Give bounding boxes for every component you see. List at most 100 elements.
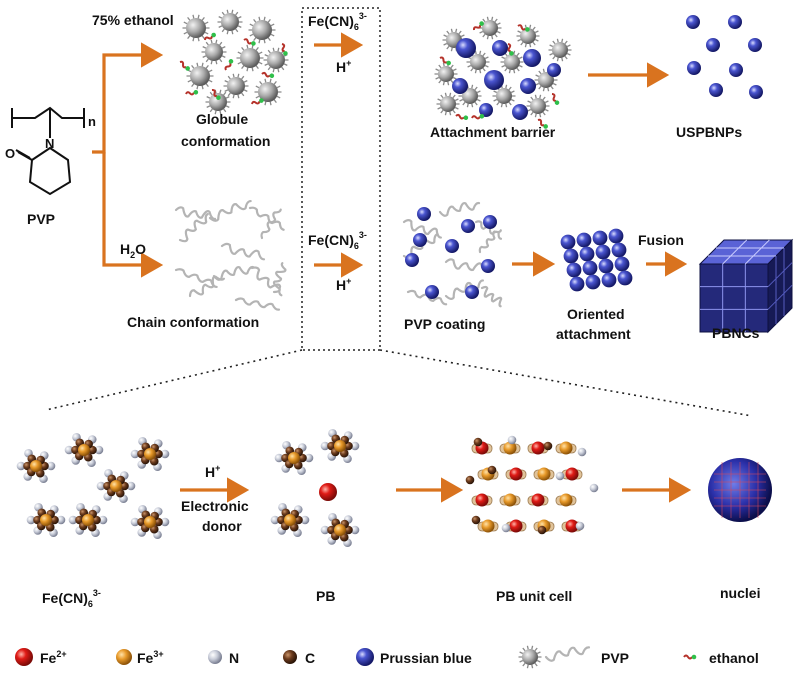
- cube-grid-line: [744, 239, 770, 265]
- legend-ethanol-swatch: [683, 654, 697, 660]
- carbon-atom: [465, 475, 475, 485]
- pvp-chain: [444, 279, 485, 300]
- pvp-chain: [174, 206, 217, 221]
- cube-grid-line: [722, 239, 748, 265]
- ethanol-tail: [179, 60, 187, 69]
- legend-n-label: N: [229, 650, 239, 666]
- pvp-globule: [254, 78, 282, 106]
- pvp-globule: [223, 73, 249, 99]
- branch-arrow-ethanol: [92, 42, 164, 154]
- legend-pvp-label: PVP: [601, 650, 629, 666]
- nitrogen-atom: [64, 445, 74, 455]
- prussian-blue-particle: [598, 258, 614, 274]
- pvp-coating-label: PVP coating: [404, 316, 485, 332]
- uspbnps-label: USPBNPs: [676, 124, 742, 140]
- fe3-atom: [144, 516, 156, 528]
- prussian-blue-particle: [560, 234, 576, 250]
- pvp-chain: [250, 266, 283, 297]
- globule-core: [438, 66, 454, 82]
- pvp-oxygen-atom: O: [5, 146, 15, 161]
- ferricyanide-label: Fe(CN)63-: [42, 588, 101, 609]
- ethanol-head: [259, 98, 264, 103]
- fe3-atom: [334, 524, 346, 536]
- nitrogen-atom: [350, 441, 360, 451]
- globule-core: [530, 98, 546, 114]
- pvp-chain: [208, 199, 252, 222]
- ethanol-tail: [243, 38, 253, 45]
- legend-fe3-label: Fe3+: [137, 649, 164, 666]
- pvp-chain: [248, 206, 285, 231]
- ferricyanide-unit: [96, 468, 136, 504]
- nitrogen-atom: [130, 517, 140, 527]
- pvp-globule: [548, 38, 572, 62]
- globule-label-line1: Globule: [196, 111, 248, 127]
- carbon-atom: [487, 465, 497, 475]
- ethanol-molecule: [251, 98, 264, 105]
- pvp-chain: [178, 212, 209, 243]
- prussian-blue-particle: [484, 70, 504, 90]
- nitrogen-atom: [68, 515, 78, 525]
- nitrogen-atom: [56, 515, 66, 525]
- process-arrows: [92, 32, 692, 503]
- fe2-atom: [475, 493, 489, 507]
- prussian-blue-particle: [452, 78, 468, 94]
- prussian-blue-particle: [445, 239, 459, 253]
- nitrogen-atom: [126, 481, 136, 491]
- fe3-atom: [288, 452, 300, 464]
- fe3-atom: [537, 467, 551, 481]
- nitrogen-atom: [304, 453, 314, 463]
- oriented-label-line2: attachment: [556, 326, 631, 342]
- fe2-atom: [565, 519, 579, 533]
- ethanol-head: [479, 113, 485, 119]
- ferricyanide-cluster-graphic: [16, 432, 170, 540]
- ethanol-head: [446, 60, 451, 66]
- reagent-top-label: Fe(CN)63-: [308, 11, 367, 32]
- globule-core: [538, 72, 554, 88]
- legend-c-label: C: [305, 650, 315, 666]
- prussian-blue-particle: [614, 256, 630, 272]
- pvp-globule: [248, 16, 276, 44]
- globule-core: [209, 93, 227, 111]
- ethanol-tail: [251, 100, 261, 105]
- globule-core: [482, 20, 498, 36]
- prussian-blue-particle: [405, 253, 419, 267]
- ethanol-tail: [537, 118, 545, 127]
- ethanol-head: [509, 51, 514, 56]
- pvp-chain: [402, 219, 443, 239]
- globule-core: [240, 48, 260, 68]
- ethanol-head: [211, 32, 216, 38]
- ethanol-head: [216, 95, 221, 100]
- ethanol-head: [193, 89, 199, 95]
- pvp-globule: [434, 62, 458, 86]
- donor-label: donor: [202, 518, 242, 534]
- legend-fe3-swatch: [116, 649, 132, 665]
- pvp-chain: [220, 242, 266, 261]
- carbon-atom: [537, 525, 547, 535]
- pvp-chain: [272, 262, 287, 294]
- ferricyanide-unit: [274, 440, 314, 476]
- globule-spikes: [201, 39, 227, 65]
- attachment-barrier-graphic: [434, 16, 572, 129]
- globule-spikes: [182, 14, 210, 42]
- pvp-coating-graphic: [402, 201, 503, 308]
- ethanol-head: [269, 73, 275, 79]
- nitrogen-atom: [16, 461, 26, 471]
- carbon-atom: [543, 441, 553, 451]
- globule-core: [258, 82, 278, 102]
- uspbnp-particle: [709, 83, 723, 97]
- pvp-chain: [260, 208, 282, 240]
- pvp-subscript-n: n: [88, 114, 96, 129]
- diagram-graphics: [15, 7, 794, 669]
- electronic-label: Electronic: [181, 498, 249, 514]
- pb-label: PB: [316, 588, 335, 604]
- nitrogen-atom: [96, 481, 106, 491]
- ethanol-molecule: [281, 43, 288, 56]
- fe3-atom: [481, 519, 495, 533]
- pvp-globule: [236, 44, 264, 72]
- nitrogen-atom: [130, 449, 140, 459]
- globule-core: [496, 88, 512, 104]
- ethanol-head: [554, 100, 560, 105]
- cube-grid-line: [767, 284, 793, 310]
- pvp-globule: [500, 50, 524, 74]
- legend-pvp-chain-swatch: [544, 646, 591, 662]
